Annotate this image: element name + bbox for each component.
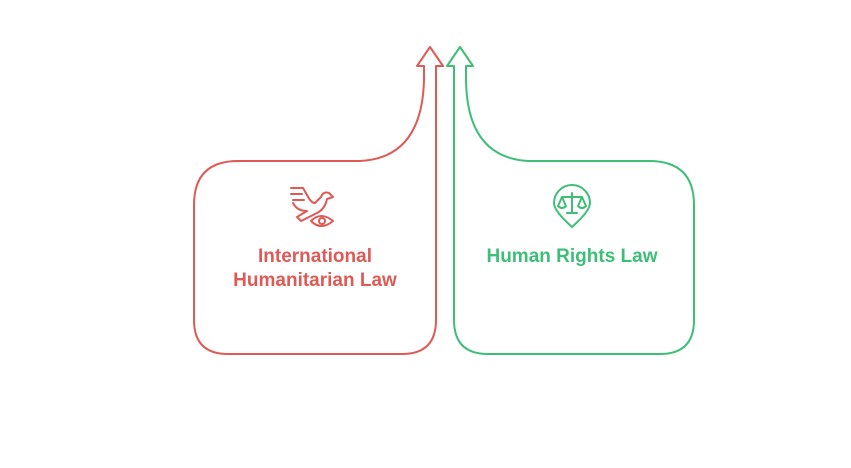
- left-box-label-line1: International: [257, 246, 372, 267]
- scales-location-pin-icon: [548, 183, 596, 231]
- left-box-label-line2: Humanitarian Law: [233, 270, 397, 291]
- right-box-arrow: [446, 46, 695, 355]
- left-box-label: International Humanitarian Law: [205, 245, 425, 293]
- left-box-arrow: [193, 46, 444, 355]
- dove-with-eye-icon: [287, 183, 337, 229]
- right-box-label: Human Rights Law: [486, 246, 658, 267]
